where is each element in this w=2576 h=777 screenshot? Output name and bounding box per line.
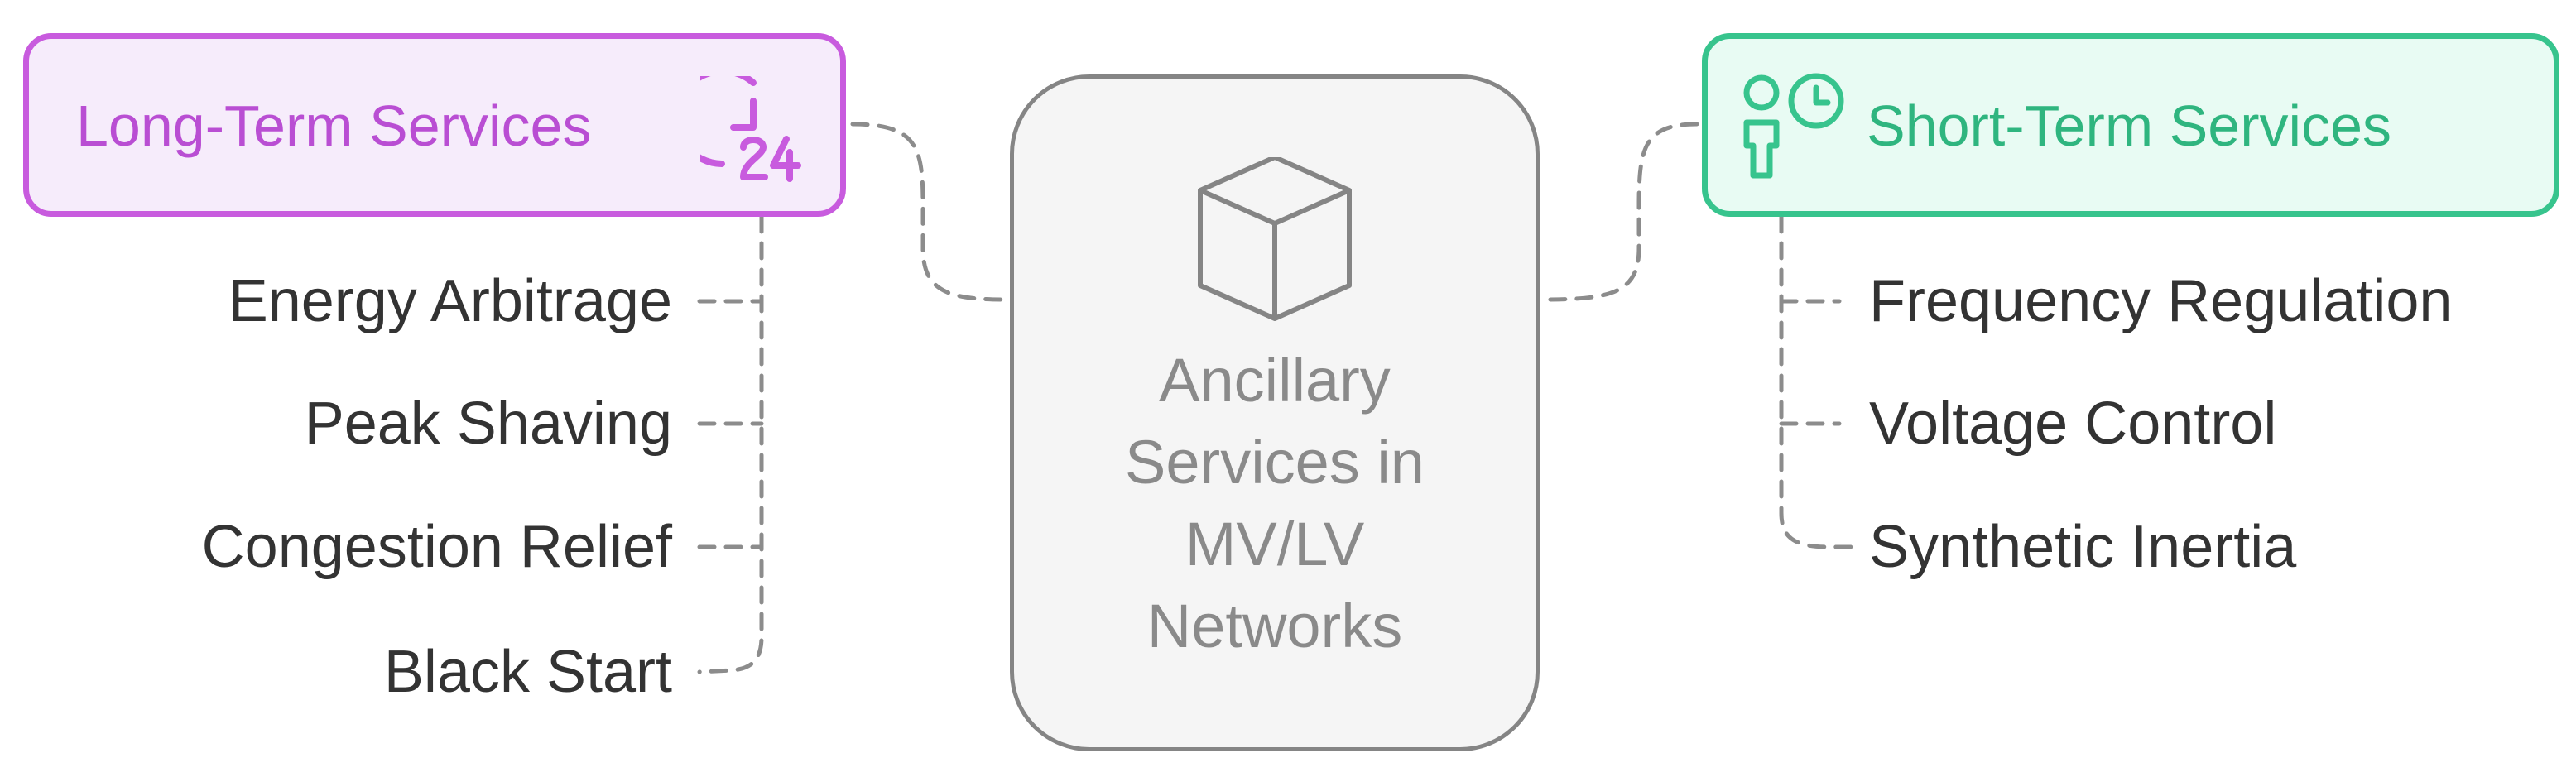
box-icon (1198, 157, 1352, 321)
center-label-line: Networks (1146, 592, 1403, 660)
person-clock-icon (1743, 73, 1844, 179)
long-term-services-title: Long-Term Services (76, 94, 592, 158)
short-term-item: Frequency Regulation (1869, 268, 2453, 334)
center-label-line: MV/LV (1185, 510, 1365, 578)
long-term-item: Energy Arbitrage (228, 268, 672, 334)
connector-left-spine (697, 214, 764, 674)
long-term-item: Congestion Relief (201, 514, 672, 580)
connector-right-to-center (1539, 122, 1699, 302)
long-term-item: Black Start (383, 639, 672, 705)
clock-24-icon (700, 76, 801, 182)
short-term-item: Synthetic Inertia (1869, 514, 2297, 580)
center-label: Ancillary Services in MV/LV Networks (1043, 339, 1507, 667)
connector-right-spine (1779, 214, 1857, 549)
center-node (1010, 74, 1540, 751)
center-label-line: Ancillary (1159, 346, 1391, 415)
center-label-line: Services in (1125, 428, 1425, 496)
short-term-services-title: Short-Term Services (1867, 94, 2392, 158)
long-term-services-header (23, 33, 846, 217)
short-term-item: Voltage Control (1869, 391, 2277, 457)
short-term-services-header (1702, 33, 2559, 217)
long-term-item: Peak Shaving (304, 391, 672, 457)
connector-left-to-center (850, 122, 1011, 302)
